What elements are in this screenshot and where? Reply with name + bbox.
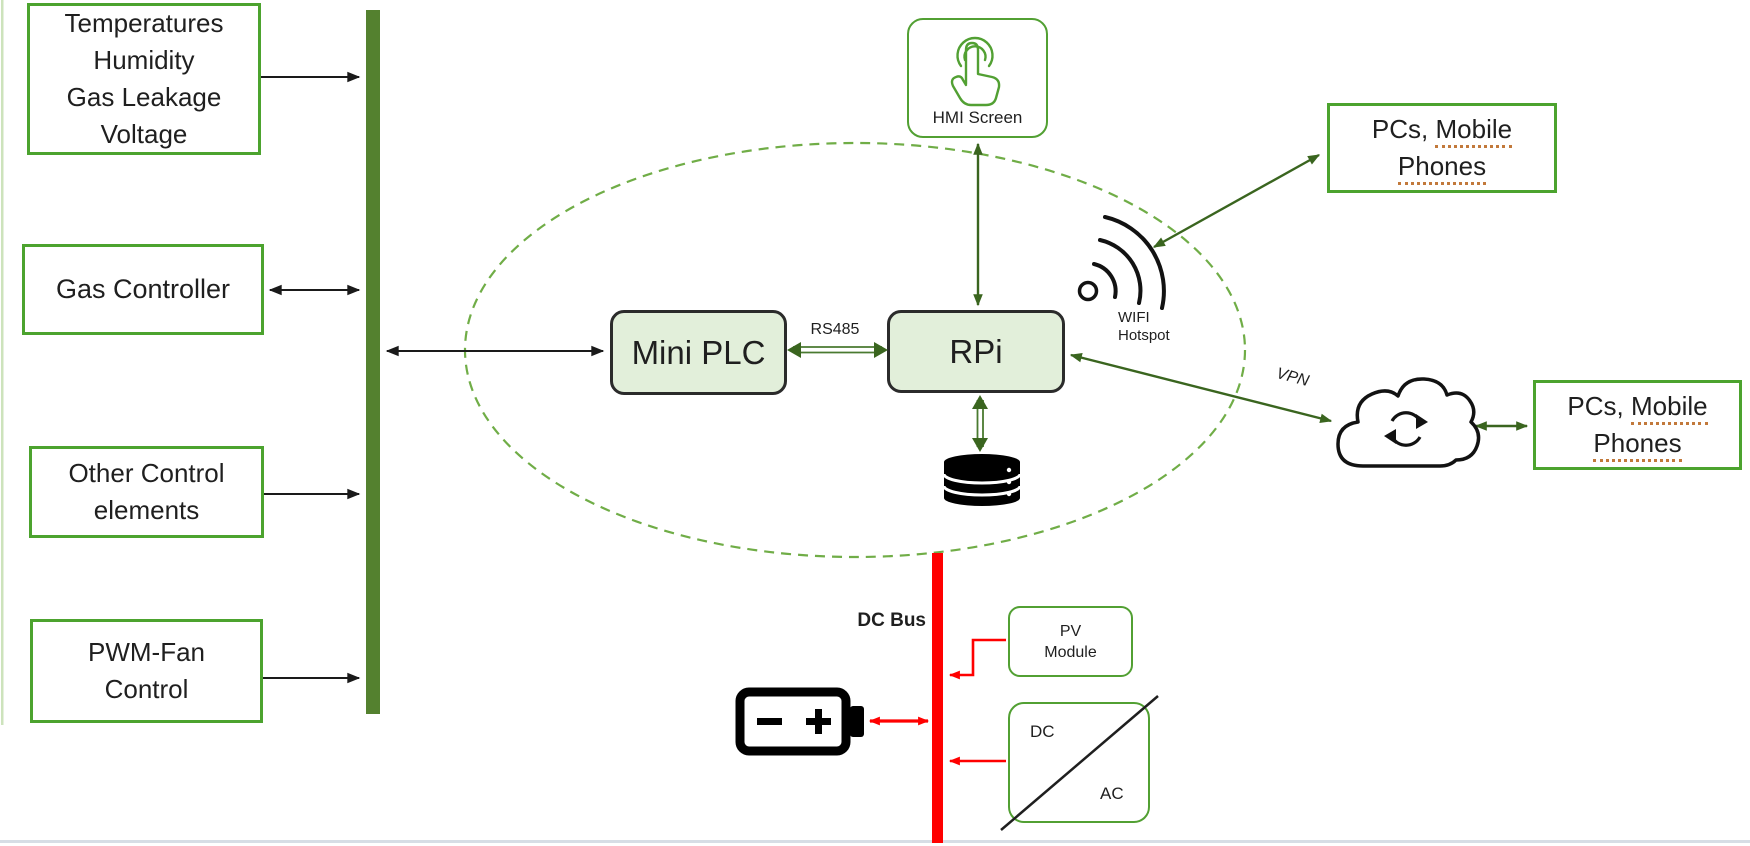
wifi-label-line2: Hotspot (1118, 327, 1170, 344)
wifi-hotspot-label: WIFI Hotspot (1118, 309, 1170, 345)
db-gap2 (942, 485, 1022, 497)
rpi-database-link (972, 395, 988, 452)
pcs-top-mobile: Mobile (1435, 114, 1513, 149)
vpn-rpi-cloud-arrow (1069, 353, 1333, 423)
hmi-screen-label: HMI Screen (932, 108, 1023, 127)
wifi-label-line1: WIFI (1118, 309, 1150, 326)
left-edge-artifact (1, 0, 4, 725)
pcs-mobile-box-right: PCs, Mobile Phones (1533, 380, 1742, 470)
other-control-box: Other Control elements (29, 446, 264, 538)
db-dot1 (1006, 467, 1012, 473)
rs485-link (787, 342, 888, 358)
mini-plc-node: Mini PLC (610, 310, 787, 395)
pv-to-bus-arrow (948, 638, 1006, 680)
wifi-arc-1 (1092, 262, 1118, 299)
dc-bus-label: DC Bus (857, 610, 926, 631)
rs485-arrowhead-right (874, 342, 888, 358)
pcs-top-phones: Phones (1397, 151, 1487, 185)
sync-arrowhead-right (1416, 414, 1428, 429)
rpi-label: RPi (949, 332, 1003, 370)
wifi-dot (1077, 280, 1099, 302)
db-dot2 (1006, 479, 1012, 485)
db-bottom (944, 490, 1020, 506)
battery-terminal (850, 706, 864, 737)
sensor-line-temperatures: Temperatures (64, 8, 224, 39)
bottom-divider-line (0, 840, 1750, 843)
pcs-mobile-box-top: PCs, Mobile Phones (1327, 103, 1557, 193)
sync-arc-bottom (1390, 436, 1422, 447)
battery-body (735, 687, 851, 756)
rpi-node: RPi (887, 310, 1065, 393)
pwm-fan-line1: PWM-Fan (88, 637, 205, 668)
converter-dc-label: DC (1030, 722, 1055, 741)
bus-arrows (261, 71, 605, 684)
database-icon (942, 454, 1022, 506)
pcs-top-line1: PCs, Mobile (1371, 111, 1513, 149)
mini-plc-label: Mini PLC (631, 333, 766, 371)
sensor-line-gas-leakage: Gas Leakage (66, 82, 222, 112)
pwm-fan-line2: Control (104, 674, 189, 704)
gas-controller-label: Gas Controller (55, 274, 231, 305)
rs485-arrowhead-left (787, 342, 801, 358)
pcs-right-phones: Phones (1593, 428, 1682, 462)
battery-icon (735, 687, 864, 756)
cloud-outline (1336, 377, 1481, 468)
other-control-line1: Other Control (68, 458, 225, 489)
other-control-line2: elements (93, 495, 200, 525)
db-arrowhead-bottom (972, 438, 988, 452)
sensor-line-humidity: Humidity (93, 45, 195, 76)
rs485-label: RS485 (810, 321, 860, 338)
pcs-right-line1: PCs, Mobile (1567, 388, 1708, 426)
pcs-right-mobile: Mobile (1630, 391, 1708, 426)
pwm-fan-box: PWM-Fan Control (30, 619, 263, 723)
hmi-screen-node: HMI Screen (907, 18, 1048, 138)
dc-power-network (868, 553, 1006, 843)
db-top (944, 454, 1020, 470)
db-dot3 (1006, 491, 1012, 497)
wifi-pcs-arrow (1152, 153, 1321, 249)
gas-controller-box: Gas Controller (22, 244, 264, 335)
pcs-top-line2: Phones (1397, 148, 1487, 185)
wifi-arc-2 (1098, 238, 1143, 305)
db-body (944, 462, 1020, 498)
sensor-inputs-box: Temperatures Humidity Gas Leakage Voltag… (27, 3, 261, 155)
pcs-top-prefix: PCs, (1371, 114, 1436, 145)
dc-bus-bar (932, 553, 943, 843)
sensor-line-voltage: Voltage (100, 118, 188, 149)
cloud-sync-icon (1336, 377, 1481, 468)
db-arrowhead-top (972, 395, 988, 409)
signal-bus-bar (366, 10, 380, 714)
vpn-label: VPN (1274, 365, 1311, 390)
pv-module-box: PV Module (1008, 606, 1133, 677)
pcs-right-line2: Phones (1593, 425, 1682, 462)
pv-line1: PV (1059, 622, 1082, 640)
converter-ac-label: AC (1100, 784, 1124, 803)
sync-arrowhead-left (1384, 429, 1396, 444)
sync-arc-top (1390, 411, 1422, 422)
dc-ac-converter-box (1008, 702, 1150, 823)
db-gap1 (942, 473, 1022, 485)
wifi-signal-icon (1077, 215, 1166, 310)
wifi-arc-3 (1103, 215, 1166, 310)
pcs-right-prefix: PCs, (1567, 391, 1631, 422)
pv-line2: Module (1044, 643, 1097, 661)
local-network-ellipse (463, 141, 1247, 559)
